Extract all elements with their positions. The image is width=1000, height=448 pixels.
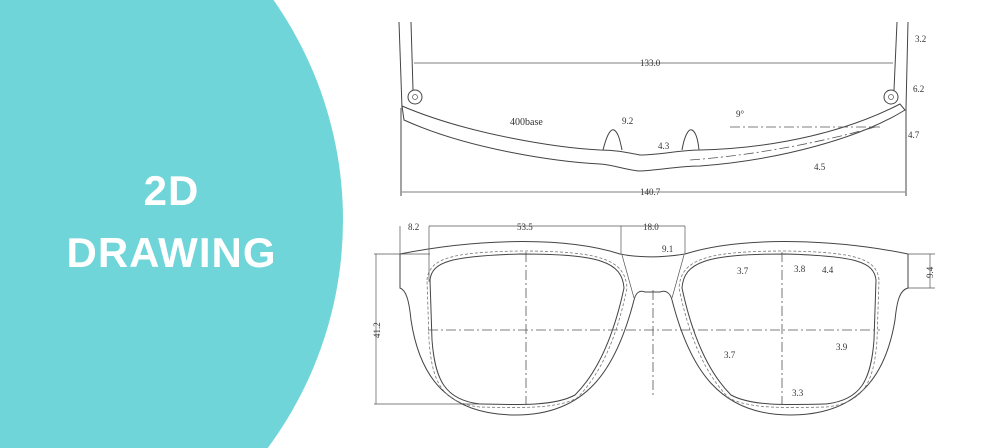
dim-rim-3-7-side: 3.7 (724, 350, 736, 360)
dim-rim-3-9: 3.9 (836, 342, 848, 352)
base-label: 400base (510, 117, 543, 128)
dim-9-deg: 9° (736, 109, 745, 119)
dim-4-5: 4.5 (814, 162, 826, 172)
banner-title: 2D DRAWING (0, 160, 343, 284)
dim-6-2: 6.2 (913, 84, 924, 94)
dim-8-2: 8.2 (408, 222, 419, 232)
dim-rim-4-4: 4.4 (822, 265, 834, 275)
dim-4-7: 4.7 (908, 130, 920, 140)
title-line-2: DRAWING (66, 229, 277, 276)
dim-3-2: 3.2 (915, 34, 926, 44)
dim-4-3: 4.3 (658, 141, 670, 151)
dim-rim-3-8: 3.8 (794, 264, 806, 274)
top-view: 133.0 140.7 3.2 6.2 4.7 9.2 4.3 9° 4.5 4… (398, 21, 926, 197)
dim-140-7: 140.7 (640, 187, 661, 197)
dim-41-2: 41.2 (372, 322, 382, 338)
dim-9-1: 9.1 (662, 244, 673, 254)
dim-133: 133.0 (640, 58, 661, 68)
dim-18: 18.0 (643, 222, 659, 232)
teal-half-circle (0, 0, 343, 448)
dim-9-2: 9.2 (622, 116, 633, 126)
title-line-1: 2D (143, 167, 200, 214)
dim-rim-3-3: 3.3 (792, 388, 804, 398)
dim-9-4: 9.4 (925, 266, 935, 278)
dim-53-5: 53.5 (517, 222, 533, 232)
dim-rim-3-7-top: 3.7 (737, 266, 749, 276)
front-view: 8.2 53.5 18.0 9.1 41.2 9.4 3.7 3.8 4.4 3… (372, 222, 935, 416)
